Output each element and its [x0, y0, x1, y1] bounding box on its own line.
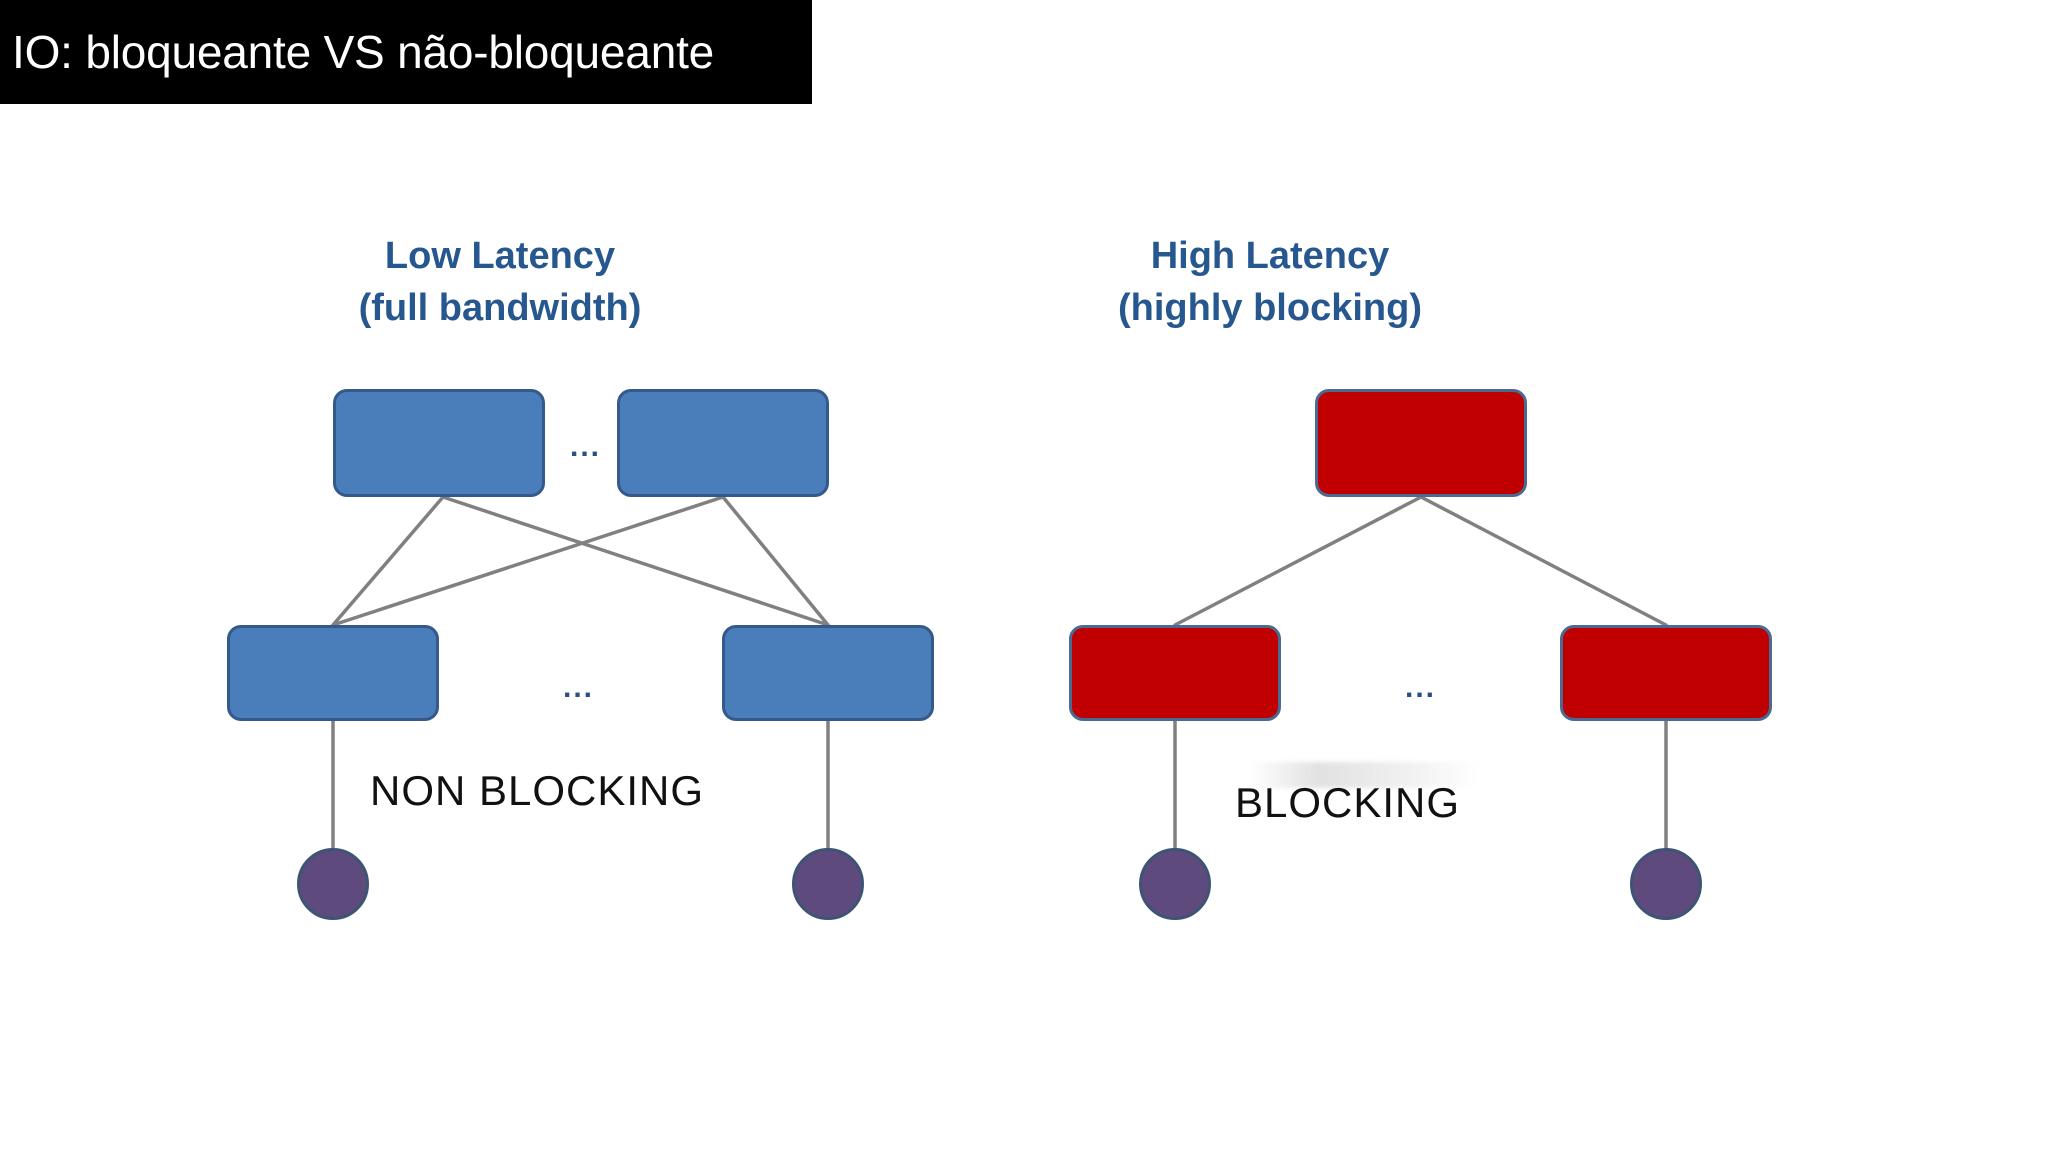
edge-left-t2-b1 [331, 495, 725, 627]
blocking-label-artifact [1250, 762, 1480, 788]
edge-left-t1-b2 [441, 495, 830, 627]
mode-label-blocking: BLOCKING [1235, 779, 1461, 826]
page-title: IO: bloqueante VS não-bloqueante [12, 26, 715, 78]
node-left-top-1[interactable] [333, 389, 545, 497]
slide-title-banner: IO: bloqueante VS não-bloqueante [0, 0, 812, 104]
node-right-bottom-1[interactable] [1069, 625, 1281, 721]
endpoint-left-1[interactable] [297, 848, 369, 920]
node-right-bottom-2[interactable] [1560, 625, 1772, 721]
node-left-top-2[interactable] [617, 389, 829, 497]
heading-right-line2: (highly blocking) [1118, 287, 1422, 330]
edge-right-t1-b2 [1419, 495, 1668, 627]
heading-right-line1: High Latency [1150, 235, 1390, 277]
node-right-top-1[interactable] [1315, 389, 1527, 497]
panel-heading-high-latency: High Latency (highly blocking) [1070, 230, 1470, 335]
heading-left-line1: Low Latency [384, 235, 616, 277]
endpoint-right-2[interactable] [1630, 848, 1702, 920]
edge-right-t1-b1 [1173, 495, 1423, 627]
edge-left-t2-b2 [721, 495, 830, 627]
panel-heading-low-latency: Low Latency (full bandwidth) [300, 230, 700, 335]
node-left-bottom-2[interactable] [722, 625, 934, 721]
endpoint-left-2[interactable] [792, 848, 864, 920]
mode-label-non-blocking: NON BLOCKING [370, 767, 705, 814]
ellipsis-left-bottom: ... [563, 671, 595, 704]
heading-left-line2: (full bandwidth) [358, 287, 642, 330]
edge-left-t1-b1 [331, 495, 445, 627]
ellipsis-right-bottom: ... [1405, 671, 1437, 704]
ellipsis-left-top: ... [570, 430, 602, 463]
endpoint-right-1[interactable] [1139, 848, 1211, 920]
node-left-bottom-1[interactable] [227, 625, 439, 721]
